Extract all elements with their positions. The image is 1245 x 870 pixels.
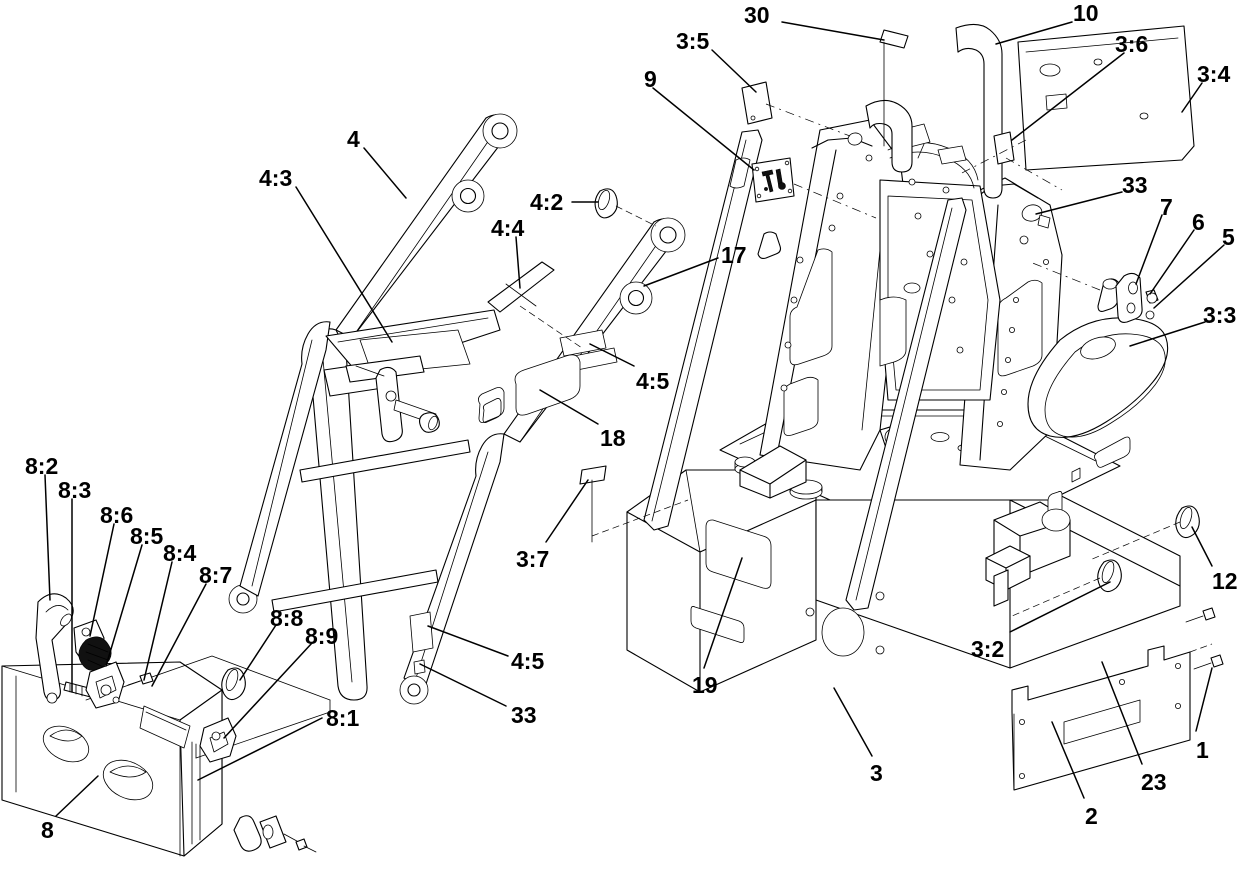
callout-9: 9 xyxy=(644,66,657,92)
callout-3-5: 3:5 xyxy=(676,28,710,54)
part-3-7-tab xyxy=(579,465,689,543)
callout-5: 5 xyxy=(1222,224,1235,250)
callout-4-5-lower: 4:5 xyxy=(511,648,545,674)
callout-33-lower: 33 xyxy=(511,702,537,728)
callout-33-upper: 33 xyxy=(1122,172,1148,198)
part-4-4-decal xyxy=(487,261,583,349)
lower-arm-assembly-8 xyxy=(1,593,331,857)
part-8-2-rod xyxy=(35,593,74,704)
callout-3: 3 xyxy=(870,760,883,786)
callout-8-2: 8:2 xyxy=(25,453,59,479)
callout-4: 4 xyxy=(347,126,360,152)
callout-3-6: 3:6 xyxy=(1115,31,1149,57)
callout-8-9: 8:9 xyxy=(305,623,339,649)
callout-3-7: 3:7 xyxy=(516,546,550,572)
part-8-8-bushing xyxy=(221,667,246,701)
part-8-1-pin-assembly xyxy=(233,815,317,853)
callout-8-3: 8:3 xyxy=(58,477,92,503)
callout-10: 10 xyxy=(1073,0,1099,26)
callout-8-4: 8:4 xyxy=(163,540,197,566)
callout-8-5: 8:5 xyxy=(130,523,164,549)
callout-19: 19 xyxy=(692,672,718,698)
callout-30: 30 xyxy=(744,2,770,28)
callout-8: 8 xyxy=(41,817,54,843)
callout-8-8: 8:8 xyxy=(270,605,304,631)
main-frame-assembly xyxy=(626,23,1181,693)
part-1-screws xyxy=(1185,607,1224,670)
callout-4-5-upper: 4:5 xyxy=(636,368,670,394)
part-30-tab xyxy=(879,29,909,147)
callout-6: 6 xyxy=(1192,209,1205,235)
part-4-2-bushing xyxy=(594,188,657,227)
callout-3-4: 3:4 xyxy=(1197,61,1231,87)
part-8-5-spring xyxy=(78,636,112,671)
callout-18: 18 xyxy=(600,425,626,451)
callout-12: 12 xyxy=(1212,568,1238,594)
callout-4-3: 4:3 xyxy=(259,165,293,191)
part-8-4-bolt xyxy=(127,672,154,686)
part-3-5-decal xyxy=(741,81,851,137)
callout-17: 17 xyxy=(721,242,747,268)
part-3-6-pad xyxy=(993,131,1063,191)
callout-8-6: 8:6 xyxy=(100,502,134,528)
callout-leader-lines xyxy=(44,21,1225,817)
callout-8-7: 8:7 xyxy=(199,562,233,588)
callout-2: 2 xyxy=(1085,803,1098,829)
callout-23: 23 xyxy=(1141,769,1167,795)
callout-4-4: 4:4 xyxy=(491,215,525,241)
part-7-6-5-latch xyxy=(1029,261,1159,323)
callout-3-3: 3:3 xyxy=(1203,302,1237,328)
part-3-4-panel xyxy=(959,25,1195,175)
callout-7: 7 xyxy=(1160,194,1173,220)
part-9-control-decal xyxy=(751,157,877,219)
callout-8-1: 8:1 xyxy=(326,705,360,731)
part-8-7-latch-block xyxy=(85,661,125,709)
part-8-9-clevis xyxy=(199,717,237,763)
callout-4-2: 4:2 xyxy=(530,189,564,215)
callout-1: 1 xyxy=(1196,737,1209,763)
callout-3-2: 3:2 xyxy=(971,636,1005,662)
part-3-2-bushing xyxy=(1011,559,1122,617)
